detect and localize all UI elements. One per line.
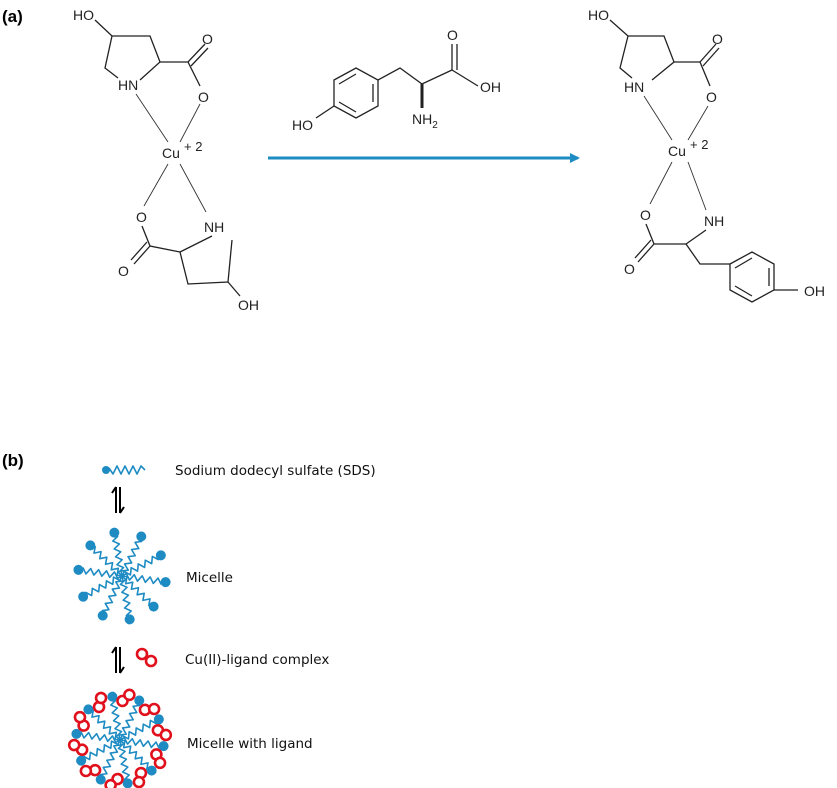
sds-monomer-icon xyxy=(102,465,146,475)
reactant-o-bottom: O xyxy=(136,209,147,225)
label-micelle: Micelle xyxy=(186,570,233,586)
reactant-o-top: O xyxy=(198,89,209,105)
equilibrium-arrow-1 xyxy=(111,486,125,514)
product-nh-bottom: NH xyxy=(704,213,724,229)
product-cu: Cu xyxy=(668,143,686,159)
reagent-tyrosine: HO O OH NH2 xyxy=(292,27,501,133)
equilibrium-arrow-2 xyxy=(111,646,125,674)
product-o-bottom: O xyxy=(640,207,651,223)
reactant-o-top-dbl: O xyxy=(202,31,213,47)
reagent-nh2: NH2 xyxy=(412,111,438,131)
panel-b-label: (b) xyxy=(2,451,24,470)
product-o-top-dbl: O xyxy=(712,31,723,47)
label-sds: Sodium dodecyl sulfate (SDS) xyxy=(175,463,376,479)
reactant-nh-bottom: NH xyxy=(204,219,224,235)
product-complex: HO HN O O Cu + 2 O NH O OH xyxy=(588,7,825,303)
product-ho-top: HO xyxy=(588,7,609,23)
cu-ligand-complex-icon xyxy=(135,647,158,668)
product-oh-phenol: OH xyxy=(804,283,825,299)
product-o-bottom-dbl: O xyxy=(624,261,635,277)
product-hn-top: HN xyxy=(624,79,644,95)
reactant-hn-top: HN xyxy=(118,77,138,93)
micelle-with-ligand-icon xyxy=(67,688,173,788)
product-charge: + 2 xyxy=(690,137,708,152)
reactant-complex: HO HN O O Cu + 2 O NH O OH xyxy=(73,7,259,313)
micelle-icon xyxy=(73,527,171,625)
reactant-ho-top: HO xyxy=(73,7,94,23)
reactant-cu: Cu xyxy=(162,145,180,161)
label-complex: Cu(II)-ligand complex xyxy=(185,652,329,668)
product-o-top: O xyxy=(706,89,717,105)
reagent-oh: OH xyxy=(480,79,501,95)
label-micelle-ligand: Micelle with ligand xyxy=(187,736,313,752)
panel-a-label: (a) xyxy=(2,7,23,26)
reactant-o-bottom-dbl: O xyxy=(118,263,129,279)
reagent-o: O xyxy=(447,27,458,43)
reactant-oh-bottom: OH xyxy=(238,297,259,313)
reagent-ho: HO xyxy=(292,117,313,133)
reactant-charge: + 2 xyxy=(184,139,202,154)
